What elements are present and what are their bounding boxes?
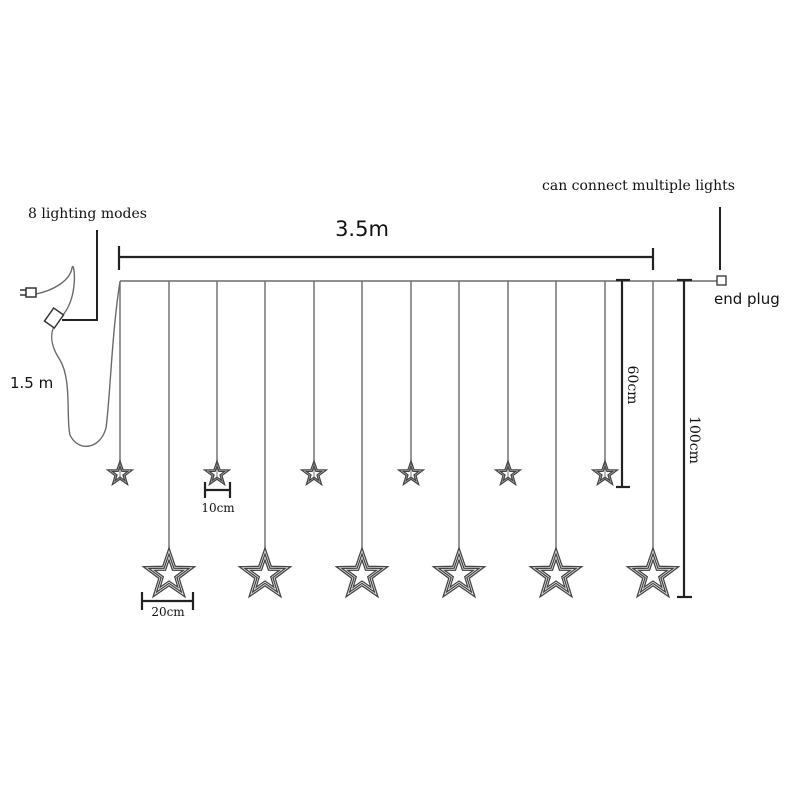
small-star-size-dimension: 10cm (201, 482, 235, 515)
large-star-size-label: 20cm (151, 605, 185, 619)
small-star-icon (203, 460, 231, 486)
cord-length-label: 1.5 m (10, 374, 53, 392)
width-dimension: 3.5m (117, 217, 655, 270)
end-plug-icon (716, 275, 727, 286)
small-star-icon (591, 460, 619, 486)
large-star-icon (335, 547, 389, 598)
width-label: 3.5m (335, 217, 389, 241)
large-star-icon (432, 547, 486, 598)
short-drop-label: 60cm (624, 366, 640, 405)
end-plug: can connect multiple lights end plug (542, 178, 780, 308)
large-star-icon (238, 547, 292, 598)
small-star-icon (397, 460, 425, 486)
long-drop-label: 100cm (686, 416, 702, 464)
end-plug-label: end plug (714, 290, 780, 308)
plug-icon (25, 287, 37, 298)
large-drop-strings (168, 281, 654, 548)
lighting-modes-label: 8 lighting modes (28, 206, 147, 222)
short-drop-dimension: 60cm (616, 278, 640, 489)
large-star-icon (142, 547, 196, 598)
large-star-size-dimension: 20cm (140, 592, 195, 619)
small-drop-strings (119, 281, 606, 462)
lighting-modes-callout: 8 lighting modes (28, 206, 147, 321)
large-star-icon (529, 547, 583, 598)
small-star-size-label: 10cm (201, 501, 235, 515)
small-star-icon (494, 460, 522, 486)
large-stars (142, 547, 680, 598)
long-drop-dimension: 100cm (677, 278, 702, 599)
power-cord (20, 265, 121, 447)
small-star-icon (106, 460, 134, 486)
large-star-icon (626, 547, 680, 598)
controller-icon (43, 306, 65, 330)
connect-label: can connect multiple lights (542, 178, 735, 194)
small-star-icon (300, 460, 328, 486)
